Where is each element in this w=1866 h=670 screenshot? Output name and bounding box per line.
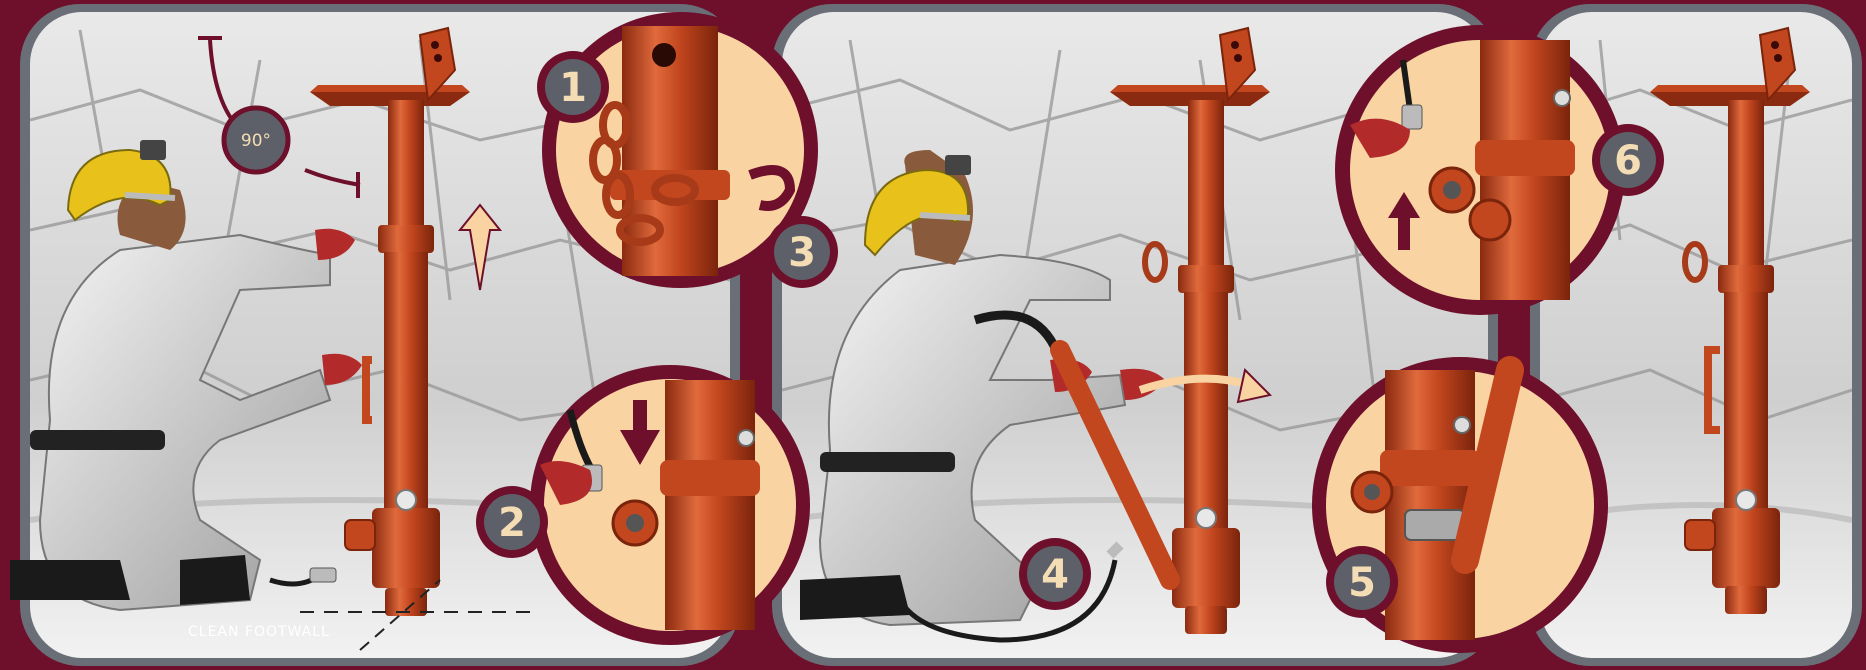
callout-hose-disconnect (1335, 25, 1625, 315)
svg-text:6: 6 (1614, 138, 1642, 184)
step-badge: 6 (1592, 124, 1664, 196)
step-badge: 1 (537, 51, 609, 123)
callout-hose-connect (530, 365, 810, 645)
svg-text:3: 3 (788, 230, 816, 276)
step-badge: 4 (1019, 538, 1091, 610)
footwall-label: CLEAN FOOTWALL (188, 624, 330, 640)
step-badge: 2 (476, 486, 548, 558)
step-badge: 5 (1326, 546, 1398, 618)
angle-label: 90° (241, 131, 271, 151)
step-badge: 3 (766, 216, 838, 288)
svg-text:2: 2 (498, 500, 526, 546)
svg-text:5: 5 (1348, 560, 1376, 606)
svg-text:4: 4 (1041, 552, 1069, 598)
svg-text:1: 1 (559, 65, 587, 111)
